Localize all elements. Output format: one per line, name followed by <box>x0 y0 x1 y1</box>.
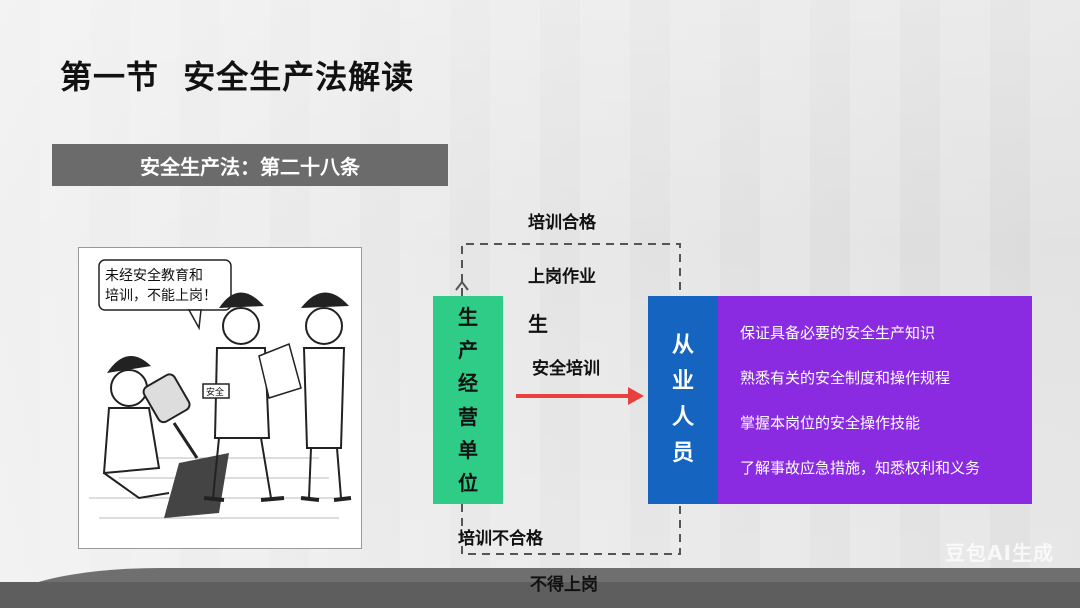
unit-char: 营 <box>458 404 478 429</box>
speech-line-2: 培训，不能上岗！ <box>105 288 217 304</box>
page-title: 第一节 安全生产法解读 <box>60 58 415 96</box>
kneeling-worker <box>102 356 199 500</box>
safety-cartoon-illustration: 未经安全教育和 培训，不能上岗！ 安全 <box>78 247 362 549</box>
label-safety-training: 安全培训 <box>532 359 600 379</box>
ai-watermark: 豆包AI生成 <box>945 541 1054 565</box>
staff-char: 业 <box>671 369 694 394</box>
label-side-char: 生 <box>528 312 548 336</box>
speech-line-1: 未经安全教育和 <box>105 267 203 284</box>
safety-armband: 安全 <box>206 386 224 398</box>
top-dashed-loop <box>461 243 681 296</box>
cartoon-drawing: 未经安全教育和 培训，不能上岗！ 安全 <box>89 259 352 519</box>
speech-bubble <box>98 259 232 311</box>
floor-plate <box>164 453 229 518</box>
staff-box: 从 业 人 员 <box>648 296 718 504</box>
staff-char: 从 <box>671 333 694 358</box>
article-subtitle: 安全生产法：第二十八条 <box>140 154 360 179</box>
speech-bubble-tail <box>187 309 202 331</box>
standing-worker <box>300 292 352 502</box>
requirement-item: 熟悉有关的安全制度和操作规程 <box>740 369 951 387</box>
production-unit-box: 生 产 经 营 单 位 <box>433 296 503 504</box>
unit-char: 生 <box>458 304 478 329</box>
requirement-item: 掌握本岗位的安全操作技能 <box>740 414 921 432</box>
requirements-box: 保证具备必要的安全生产知识 熟悉有关的安全制度和操作规程 掌握本岗位的安全操作技… <box>718 296 1032 504</box>
supervisor-worker: 安全 <box>202 292 302 502</box>
unit-char: 位 <box>458 471 478 496</box>
article-subtitle-bar: 安全生产法：第二十八条 <box>52 144 448 186</box>
training-arrow-head <box>628 387 644 405</box>
label-training-passed: 培训合格 <box>528 213 596 233</box>
staff-char: 人 <box>671 405 694 430</box>
unit-char: 经 <box>458 371 478 396</box>
bottom-decor-band-inner <box>0 582 1080 608</box>
requirement-item: 了解事故应急措施，知悉权利和义务 <box>740 459 981 477</box>
label-on-duty: 上岗作业 <box>528 267 596 287</box>
staff-char: 员 <box>671 441 694 466</box>
label-training-failed: 培训不合格 <box>458 529 543 549</box>
bottom-dashed-loop <box>461 504 681 555</box>
unit-char: 产 <box>458 337 478 362</box>
requirement-item: 保证具备必要的安全生产知识 <box>740 324 936 342</box>
label-no-duty: 不得上岗 <box>530 575 598 595</box>
unit-char: 单 <box>458 437 478 462</box>
top-loop-arrowhead <box>455 280 469 291</box>
